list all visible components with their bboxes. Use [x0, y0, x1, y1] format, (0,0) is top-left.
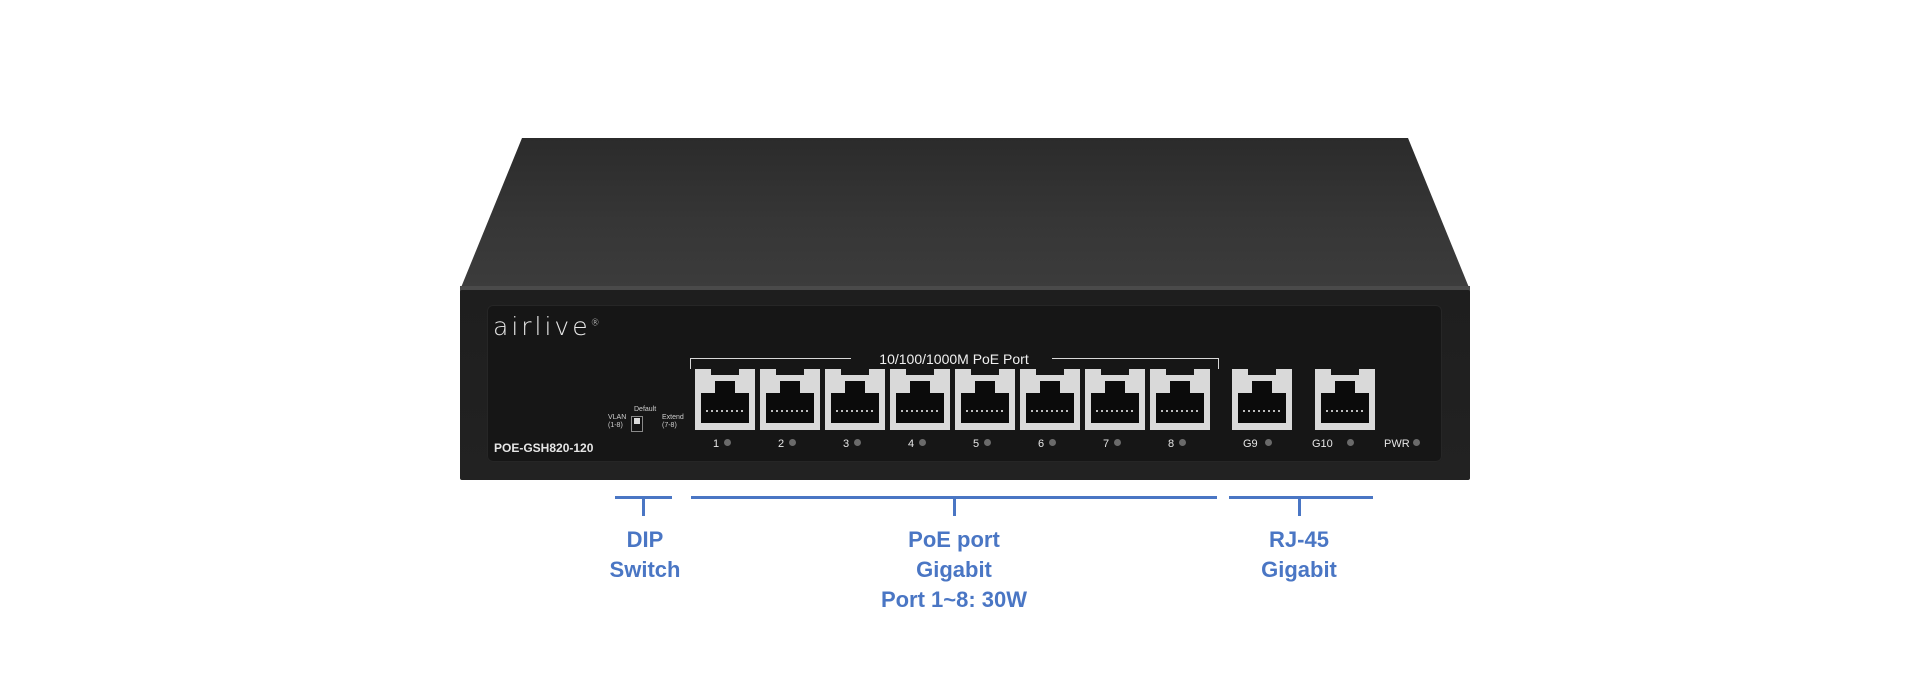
model-number: POE-GSH820-120: [494, 441, 594, 455]
dip-extend-label-line2: (7-8): [662, 422, 677, 429]
rj45-port-6[interactable]: [1020, 369, 1080, 430]
dip-extend-label-line1: Extend: [662, 414, 684, 421]
port-socket: [1321, 381, 1369, 423]
port-socket: [1238, 381, 1286, 423]
rj45-annotation-line1: RJ-45: [1269, 527, 1329, 552]
port-led-8: [1179, 439, 1186, 446]
port-socket: [1156, 381, 1204, 423]
port-led-4: [919, 439, 926, 446]
rj45-port-1[interactable]: [695, 369, 755, 430]
port-pins: [901, 410, 939, 412]
port-led-5: [984, 439, 991, 446]
poe-annotation-line3: Port 1~8: 30W: [880, 587, 1028, 612]
port-pins: [771, 410, 809, 412]
port-pins: [1161, 410, 1199, 412]
brand-logo: airlive®: [493, 312, 600, 341]
dip-vlan-label: VLAN (1-8): [608, 414, 626, 430]
rj45-port-4[interactable]: [890, 369, 950, 430]
rj45-port-8[interactable]: [1150, 369, 1210, 430]
dip-annotation-tick: [642, 498, 645, 516]
rj45-annotation-label: RJ-45 Gigabit: [1234, 525, 1364, 585]
port-led-1: [724, 439, 731, 446]
brand-logo-text: airlive: [493, 312, 591, 341]
port-socket: [831, 381, 879, 423]
port-led-2: [789, 439, 796, 446]
port-pins: [1243, 410, 1281, 412]
port-led-3: [854, 439, 861, 446]
port-label-5: 5: [973, 438, 980, 450]
port-socket: [961, 381, 1009, 423]
port-label-g9: G9: [1243, 438, 1258, 450]
port-pins: [1096, 410, 1134, 412]
port-label-4: 4: [908, 438, 915, 450]
port-socket: [1091, 381, 1139, 423]
rj45-port-7[interactable]: [1085, 369, 1145, 430]
port-led-7: [1114, 439, 1121, 446]
poe-port-header-text: 10/100/1000M PoE Port: [873, 351, 1035, 367]
poe-bracket-right: [1052, 358, 1219, 369]
dip-vlan-label-line2: (1-8): [608, 422, 623, 429]
dip-extend-label: Extend (7-8): [662, 414, 684, 430]
poe-annotation-line2: Gigabit: [916, 557, 992, 582]
pwr-led: [1413, 439, 1420, 446]
port-pins: [1031, 410, 1069, 412]
port-socket: [896, 381, 944, 423]
poe-port-header: 10/100/1000M PoE Port: [690, 351, 1218, 367]
rj45-annotation-bracket: [1229, 496, 1373, 499]
rj45-port-2[interactable]: [760, 369, 820, 430]
rj45-port-g9[interactable]: [1232, 369, 1292, 430]
port-socket: [1026, 381, 1074, 423]
port-label-7: 7: [1103, 438, 1110, 450]
port-label-8: 8: [1168, 438, 1175, 450]
port-led-6: [1049, 439, 1056, 446]
switch-top-edge: [460, 286, 1470, 292]
switch-top-cover: [460, 138, 1470, 290]
dip-annotation-bracket: [615, 496, 672, 499]
pwr-label: PWR: [1384, 438, 1410, 450]
port-socket: [766, 381, 814, 423]
rj45-port-g10[interactable]: [1315, 369, 1375, 430]
port-pins: [966, 410, 1004, 412]
port-pins: [836, 410, 874, 412]
dip-switch[interactable]: [631, 416, 643, 432]
port-socket: [701, 381, 749, 423]
port-led-g10: [1347, 439, 1354, 446]
port-label-2: 2: [778, 438, 785, 450]
rj45-annotation-line2: Gigabit: [1261, 557, 1337, 582]
poe-annotation-label: PoE port Gigabit Port 1~8: 30W: [834, 525, 1074, 615]
port-label-g10: G10: [1312, 438, 1333, 450]
port-pins: [706, 410, 744, 412]
port-label-1: 1: [713, 438, 720, 450]
poe-annotation-line1: PoE port: [908, 527, 1000, 552]
poe-bracket-left: [690, 358, 851, 369]
rj45-port-3[interactable]: [825, 369, 885, 430]
dip-annotation-label: DIP Switch: [580, 525, 710, 585]
port-label-6: 6: [1038, 438, 1045, 450]
dip-default-label: Default: [634, 406, 657, 413]
port-pins: [1326, 410, 1364, 412]
dip-annotation-line2: Switch: [609, 557, 681, 582]
rj45-annotation-tick: [1298, 498, 1301, 516]
registered-mark: ®: [590, 318, 600, 329]
dip-annotation-line1: DIP: [626, 527, 664, 552]
poe-annotation-bracket: [691, 496, 1217, 499]
port-label-3: 3: [843, 438, 850, 450]
rj45-port-5[interactable]: [955, 369, 1015, 430]
dip-vlan-label-line1: VLAN: [608, 414, 627, 421]
port-led-g9: [1265, 439, 1272, 446]
poe-annotation-tick: [953, 498, 956, 516]
